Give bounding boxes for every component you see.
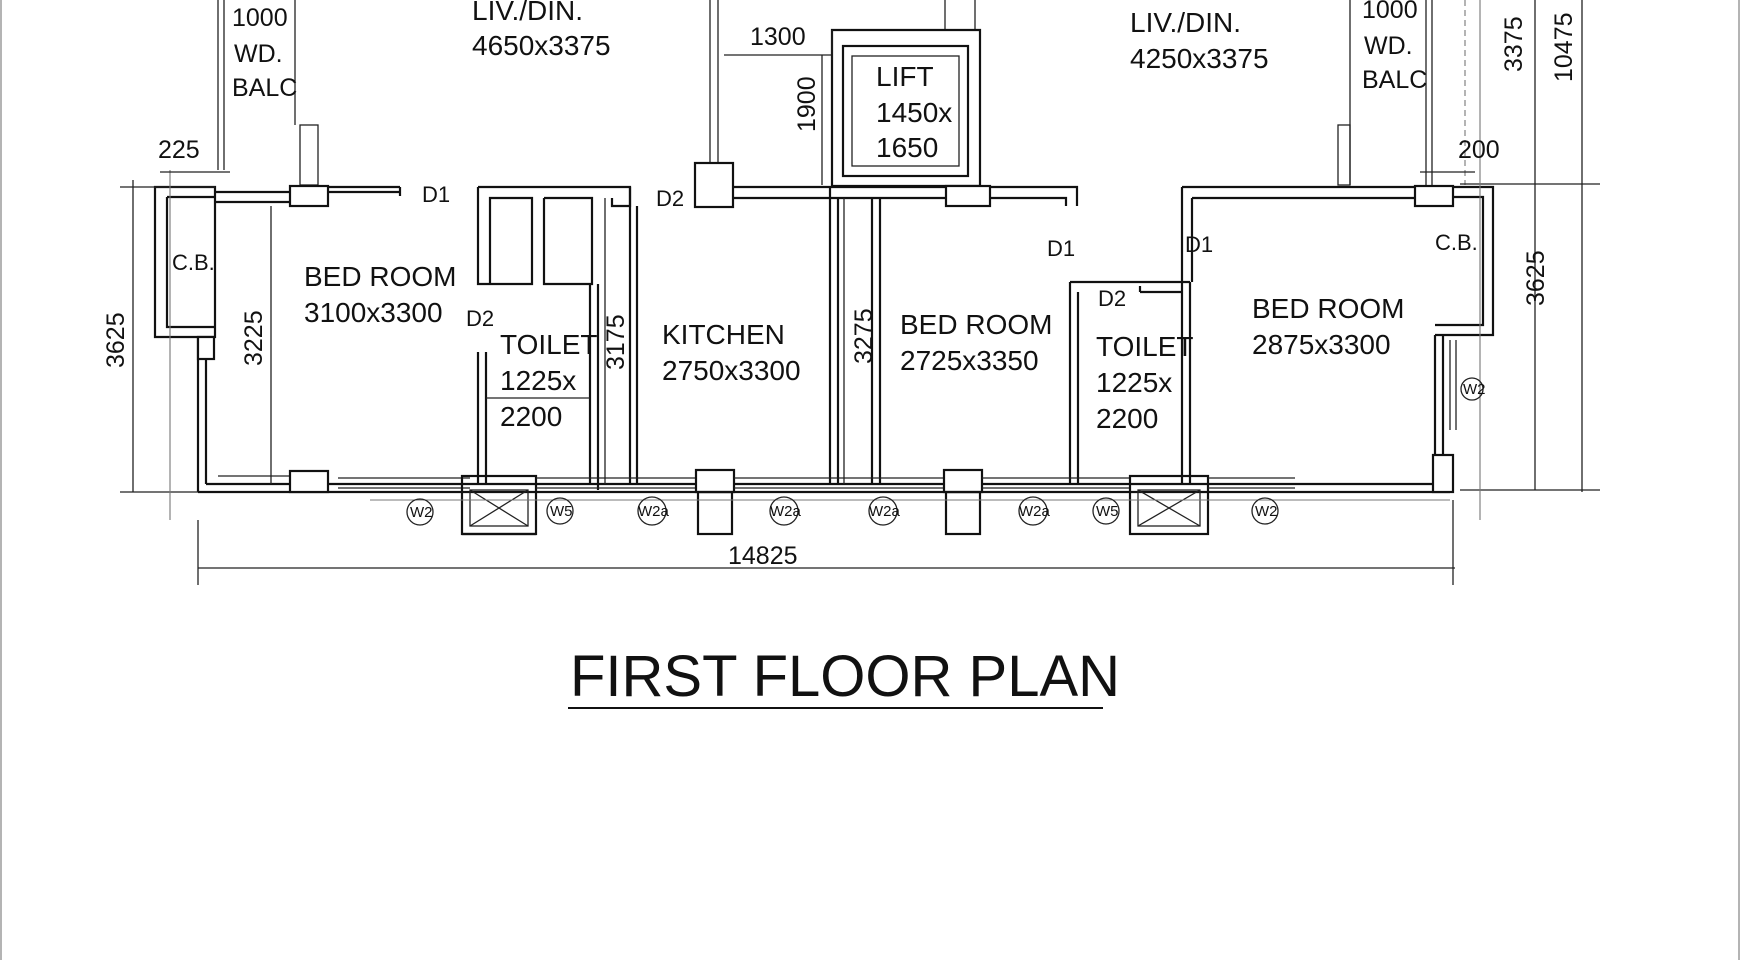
- balc-right-label: BALC: [1362, 66, 1427, 94]
- door-d2-a: D2: [656, 186, 684, 211]
- kitchen-name: KITCHEN: [662, 319, 785, 350]
- liv-right-name: LIV./DIN.: [1130, 7, 1241, 38]
- inner-walls: [476, 161, 1192, 490]
- dim-3175: 3175: [602, 314, 630, 370]
- toilet-left-width: 1225x: [500, 365, 576, 396]
- toilet-left-name: TOILET: [500, 329, 598, 360]
- dim-3625-right: 3625: [1522, 250, 1550, 306]
- toilet-right-depth: 2200: [1096, 403, 1158, 434]
- balc-left-width: 1000: [232, 4, 288, 32]
- window-w2a-b: W2a: [770, 503, 802, 520]
- outer-walls: [153, 184, 1495, 494]
- lift-name: LIFT: [876, 61, 934, 92]
- dim-3375: 3375: [1500, 16, 1528, 72]
- window-w2-b: W2: [1255, 503, 1278, 520]
- cb-left-label: C.B.: [172, 250, 215, 275]
- bed-mid-size: 2725x3350: [900, 345, 1039, 376]
- dim-3225: 3225: [240, 310, 268, 366]
- lift-depth: 1650: [876, 132, 938, 163]
- bed-right-name: BED ROOM: [1252, 293, 1404, 324]
- door-d1-a: D1: [422, 182, 450, 207]
- door-d1-c: D1: [1185, 232, 1213, 257]
- cb-right-label: C.B.: [1435, 230, 1478, 255]
- liv-right-size: 4250x3375: [1130, 43, 1269, 74]
- dim-10475: 10475: [1550, 12, 1578, 82]
- liv-left-size: 4650x3375: [472, 30, 611, 61]
- bottom-wall-details: [338, 468, 1450, 536]
- liv-left-name: LIV./DIN.: [472, 0, 583, 26]
- dim-1900: 1900: [793, 76, 821, 132]
- dim-14825: 14825: [728, 542, 798, 570]
- door-d1-b: D1: [1047, 236, 1075, 261]
- window-tags: [406, 377, 1484, 526]
- balc-right-wd: WD.: [1364, 32, 1413, 60]
- balc-left-wd: WD.: [234, 40, 283, 68]
- window-w5-b: W5: [1096, 503, 1119, 520]
- window-w2a-c: W2a: [869, 503, 901, 520]
- lift-width: 1450x: [876, 97, 952, 128]
- dim-200: 200: [1458, 136, 1500, 164]
- kitchen-size: 2750x3300: [662, 355, 801, 386]
- upper-walls: [217, 0, 1466, 186]
- balc-left-label: BALC: [232, 74, 297, 102]
- window-w2a-d: W2a: [1019, 503, 1051, 520]
- toilet-right-width: 1225x: [1096, 367, 1172, 398]
- dimension-lines: [120, 0, 1600, 585]
- bed-mid-name: BED ROOM: [900, 309, 1052, 340]
- bed-left-size: 3100x3300: [304, 297, 443, 328]
- dim-3275: 3275: [850, 308, 878, 364]
- dim-1300: 1300: [750, 23, 806, 51]
- door-d2-c: D2: [1098, 286, 1126, 311]
- window-w2-a: W2: [410, 504, 433, 521]
- window-w2a-a: W2a: [638, 503, 670, 520]
- plan-title: FIRST FLOOR PLAN: [570, 644, 1120, 709]
- toilet-left-depth: 2200: [500, 401, 562, 432]
- bed-left-name: BED ROOM: [304, 261, 456, 292]
- door-d2-b: D2: [466, 306, 494, 331]
- window-w2-c: W2: [1463, 381, 1486, 398]
- dim-3625-left: 3625: [102, 312, 130, 368]
- balc-right-width: 1000: [1362, 0, 1418, 24]
- window-w5-a: W5: [550, 503, 573, 520]
- toilet-right-name: TOILET: [1096, 331, 1194, 362]
- bed-right-size: 2875x3300: [1252, 329, 1391, 360]
- dim-225: 225: [158, 136, 200, 164]
